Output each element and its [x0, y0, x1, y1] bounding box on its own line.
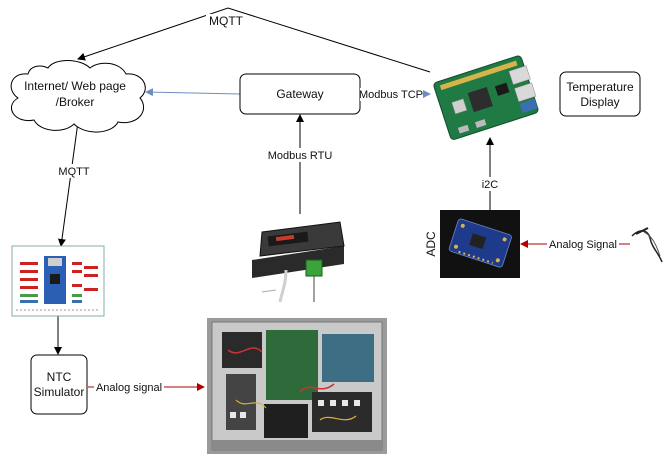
edge-label-modbus-tcp: Modbus TCP [359, 89, 423, 101]
edge-label-modbus-rtu: Modbus RTU [268, 150, 333, 162]
temperature-display-line2: Display [580, 95, 619, 109]
edge-label-analog-signal-sensor: Analog Signal [549, 239, 617, 251]
edge-label-analog-signal-ntc: Analog signal [96, 382, 162, 394]
edge-label-mqtt-left: MQTT [58, 166, 89, 178]
adc-image [440, 210, 520, 278]
temperature-sensor-probe-image [631, 227, 663, 263]
edge-gateway-to-cloud [145, 88, 241, 97]
temperature-display-node: Temperature Display [559, 71, 641, 117]
ntc-simulator-node: NTC Simulator [30, 354, 88, 415]
edge-mqtt-left [57, 121, 79, 247]
microcontroller-board-image [11, 245, 105, 317]
modbus-converter-image [250, 214, 354, 303]
adc-label: ADC [424, 231, 438, 257]
gateway-node: Gateway [239, 73, 361, 115]
ntc-simulator-line2: Simulator [34, 385, 85, 399]
edge-mqtt-top [77, 7, 431, 73]
controller-enclosure-image [207, 318, 387, 454]
raspberry-pi-image [433, 55, 539, 140]
cloud-node: Internet/ Web page /Broker [10, 60, 146, 133]
temperature-display-line1: Temperature [566, 80, 634, 94]
cloud-label-line1: Internet/ Web page [24, 79, 126, 93]
cloud-label-line2: /Broker [56, 95, 95, 109]
ntc-simulator-line1: NTC [47, 370, 72, 384]
edge-label-mqtt-top: MQTT [209, 14, 244, 28]
gateway-label: Gateway [276, 87, 323, 101]
edge-label-i2c: i2C [482, 179, 499, 191]
